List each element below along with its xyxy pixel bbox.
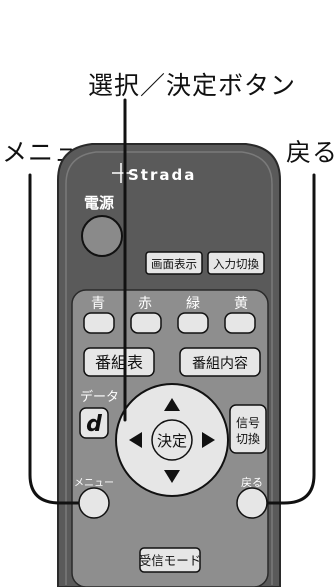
down-arrow-icon[interactable] (164, 470, 180, 483)
power-button[interactable] (81, 215, 123, 257)
back-callout-line (266, 173, 316, 505)
color-label-red: 赤 (138, 296, 152, 312)
up-arrow-icon[interactable] (164, 398, 180, 411)
callout-lines (28, 98, 316, 505)
brand-logo: Strada (128, 166, 196, 184)
blue-button[interactable] (83, 312, 115, 334)
yellow-button[interactable] (224, 312, 256, 334)
power-label: 電源 (84, 194, 114, 212)
program-content-button[interactable] (179, 347, 261, 377)
menu-small-label: メニュー (74, 478, 114, 489)
color-labels: 青 赤 緑 黄 (91, 295, 248, 312)
guide-button[interactable] (83, 347, 155, 377)
data-label: データ (80, 389, 119, 405)
program-content-label: 番組内容 (192, 355, 248, 372)
confirm-label: 決定 (157, 432, 187, 450)
guide-label: 番組表 (95, 353, 143, 372)
signal-switch-button[interactable] (229, 404, 267, 454)
d-button-label: d (86, 412, 102, 437)
screen-display-label: 画面表示 (151, 257, 197, 271)
confirm-button[interactable] (151, 419, 193, 461)
receive-mode-button[interactable] (139, 547, 201, 573)
receive-mode-label: 受信モード (139, 553, 202, 568)
back-button[interactable] (236, 487, 268, 519)
menu-button[interactable] (78, 487, 110, 519)
left-arrow-icon[interactable] (129, 432, 142, 448)
color-label-yellow: 黄 (234, 295, 248, 312)
brand-mark: Strada (112, 163, 196, 184)
d-button[interactable] (79, 407, 109, 439)
red-button[interactable] (130, 312, 162, 334)
right-arrow-icon[interactable] (202, 432, 215, 448)
color-label-blue: 青 (91, 296, 105, 312)
signal-switch-label-line2: 切換 (236, 432, 260, 446)
remote-top-highlight (65, 151, 273, 585)
back-small-label: 戻る (241, 476, 263, 489)
color-label-green: 緑 (186, 296, 200, 312)
green-button[interactable] (177, 312, 209, 334)
select-confirm-callout-label: 選択／決定ボタン (88, 71, 297, 100)
menu-callout-line (28, 173, 80, 505)
input-switch-button[interactable] (207, 251, 265, 275)
input-switch-label: 入力切換 (213, 257, 259, 271)
back-callout-label: 戻る (286, 138, 336, 167)
signal-switch-label-line1: 信号 (236, 416, 260, 430)
screen-display-button[interactable] (145, 251, 203, 275)
